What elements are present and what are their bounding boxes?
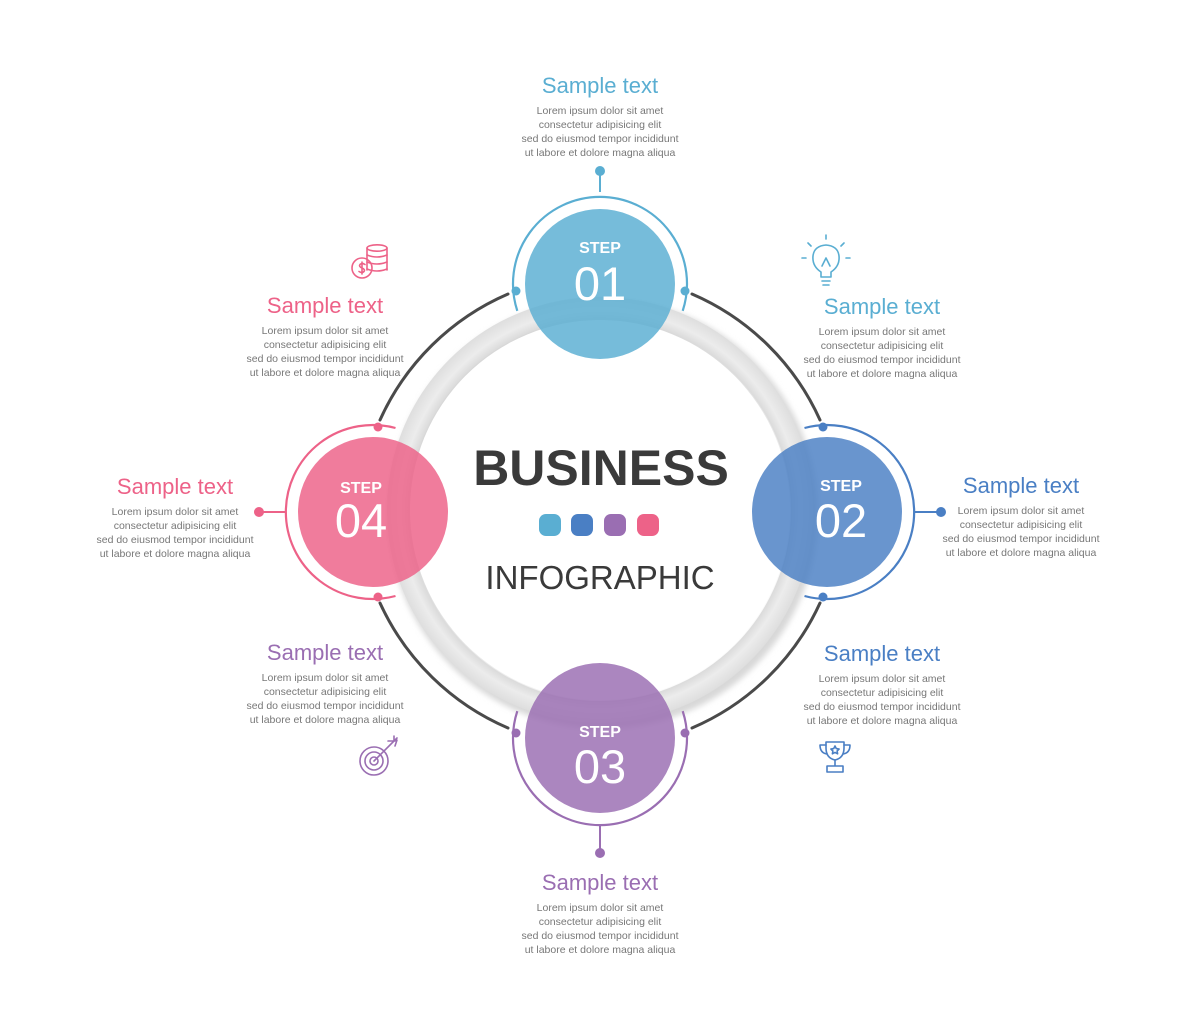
block-line: ut labore et dolore magna aliqua [525,944,676,956]
connector-arc-bottom-left [378,601,510,730]
step4-number: 04 [335,494,387,547]
block-line: ut labore et dolore magna aliqua [100,548,251,560]
block-line: Lorem ipsum dolor sit amet [958,505,1085,517]
connector-arc-top-right [690,292,822,422]
trophy-icon [819,741,851,773]
step2-circle [752,437,902,587]
block-line: ut labore et dolore magna aliqua [807,715,958,727]
block-line: ut labore et dolore magna aliqua [250,367,401,379]
text-block-left: Sample text Lorem ipsum dolor sit amet c… [96,474,253,560]
block-line: consectetur adipisicing elit [264,339,387,351]
step3-number: 03 [574,740,626,793]
connector-arc-bottom-right [690,601,822,730]
step4-label: STEP [340,480,382,497]
block-title: Sample text [542,73,658,98]
block-line: consectetur adipisicing elit [539,916,662,928]
text-block-bottom-left: Sample text Lorem ipsum dolor sit amet c… [246,640,403,726]
block-line: consectetur adipisicing elit [264,686,387,698]
lightbulb-icon [801,234,851,286]
block-line: Lorem ipsum dolor sit amet [262,325,389,337]
step3-circle [525,663,675,813]
block-line: Lorem ipsum dolor sit amet [537,902,664,914]
color-dots-row [539,514,659,536]
coins-icon [351,244,388,279]
block-line: sed do eiusmod tempor incididunt [246,700,403,712]
step1-number: 01 [574,257,626,310]
block-line: Lorem ipsum dolor sit amet [819,326,946,338]
step2-number: 02 [815,494,867,547]
block-line: consectetur adipisicing elit [114,520,237,532]
center-disc [410,320,790,700]
connector-arc-top-left [378,292,510,422]
endpoint-dots [254,166,946,858]
center-title: BUSINESS [473,440,729,496]
block-line: sed do eiusmod tempor incididunt [803,701,960,713]
block-line: Lorem ipsum dolor sit amet [537,105,664,117]
step1-outline-arc [511,195,689,312]
block-line: Lorem ipsum dolor sit amet [262,672,389,684]
block-line: ut labore et dolore magna aliqua [946,547,1097,559]
block-title: Sample text [824,294,940,319]
block-line: Lorem ipsum dolor sit amet [112,506,239,518]
block-line: consectetur adipisicing elit [960,519,1083,531]
block-line: sed do eiusmod tempor incididunt [521,133,678,145]
target-icon [359,735,398,776]
block-line: sed do eiusmod tempor incididunt [803,354,960,366]
block-title: Sample text [824,641,940,666]
step4-circle [298,437,448,587]
text-block-bottom-right: Sample text Lorem ipsum dolor sit amet c… [803,641,960,727]
center-subtitle: INFOGRAPHIC [485,559,714,596]
step1-circle [525,209,675,359]
block-line: consectetur adipisicing elit [821,340,944,352]
text-block-top-left: Sample text Lorem ipsum dolor sit amet c… [246,293,403,379]
text-block-right: Sample text Lorem ipsum dolor sit amet c… [942,473,1099,559]
block-line: sed do eiusmod tempor incididunt [521,930,678,942]
block-line: sed do eiusmod tempor incididunt [96,534,253,546]
block-line: ut labore et dolore magna aliqua [807,368,958,380]
block-line: Lorem ipsum dolor sit amet [819,673,946,685]
block-line: consectetur adipisicing elit [821,687,944,699]
text-block-top: Sample text Lorem ipsum dolor sit amet c… [521,73,678,159]
block-line: sed do eiusmod tempor incididunt [942,533,1099,545]
block-line: ut labore et dolore magna aliqua [525,147,676,159]
block-title: Sample text [267,293,383,318]
connector-arcs [378,292,822,730]
block-title: Sample text [117,474,233,499]
block-title: Sample text [963,473,1079,498]
block-line: sed do eiusmod tempor incididunt [246,353,403,365]
step2-label: STEP [820,478,862,495]
text-block-bottom: Sample text Lorem ipsum dolor sit amet c… [521,870,678,956]
step3-label: STEP [579,724,621,741]
block-line: consectetur adipisicing elit [539,119,662,131]
text-block-top-right: Sample text Lorem ipsum dolor sit amet c… [803,294,960,380]
block-title: Sample text [267,640,383,665]
step3-outline-arc [511,710,689,827]
block-title: Sample text [542,870,658,895]
step1-label: STEP [579,240,621,257]
block-line: ut labore et dolore magna aliqua [250,714,401,726]
